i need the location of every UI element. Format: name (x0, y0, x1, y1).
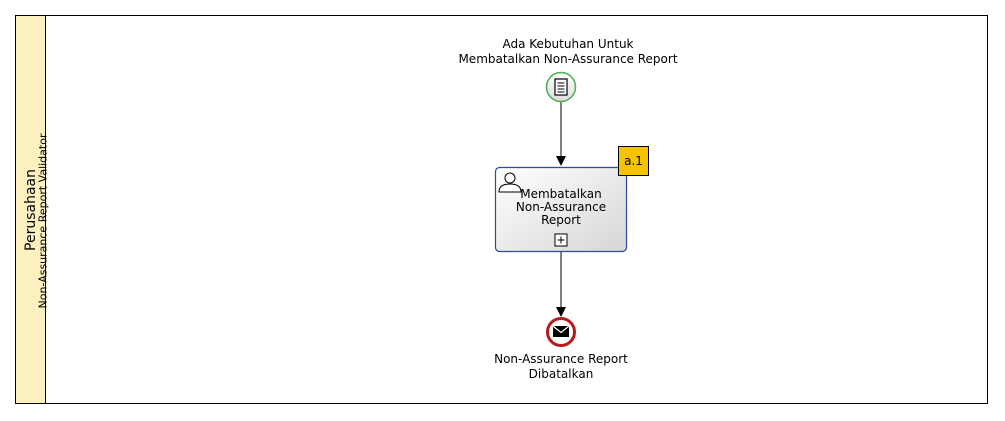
start-event[interactable] (545, 71, 577, 103)
end-event-label: Non-Assurance Report Dibatalkan (481, 352, 641, 382)
task-id-tag: a.1 (618, 146, 649, 176)
start-event-label: Ada Kebutuhan Untuk Membatalkan Non-Assu… (447, 37, 689, 67)
task-label-line3: Report (541, 213, 581, 227)
task-membatalkan-report[interactable] (494, 166, 628, 253)
user-icon (498, 172, 522, 193)
start-event-label-line2: Membatalkan Non-Assurance Report (458, 52, 678, 66)
end-event[interactable] (546, 317, 576, 347)
task-label-line2: Non-Assurance (515, 200, 607, 214)
pool: Perusahaan (15, 15, 988, 404)
envelope-icon (552, 325, 570, 337)
task-label: Membatalkan Non-Assurance Report (497, 188, 625, 227)
end-event-label-line1: Non-Assurance Report (494, 352, 628, 366)
pool-header: Perusahaan (16, 16, 46, 403)
end-event-label-line2: Dibatalkan (528, 367, 594, 381)
document-icon (554, 78, 568, 96)
start-event-label-line1: Ada Kebutuhan Untuk (502, 37, 634, 51)
expand-plus-icon[interactable] (554, 233, 568, 247)
task-id-label: a.1 (624, 154, 643, 168)
task-label-line1: Membatalkan (520, 187, 602, 201)
